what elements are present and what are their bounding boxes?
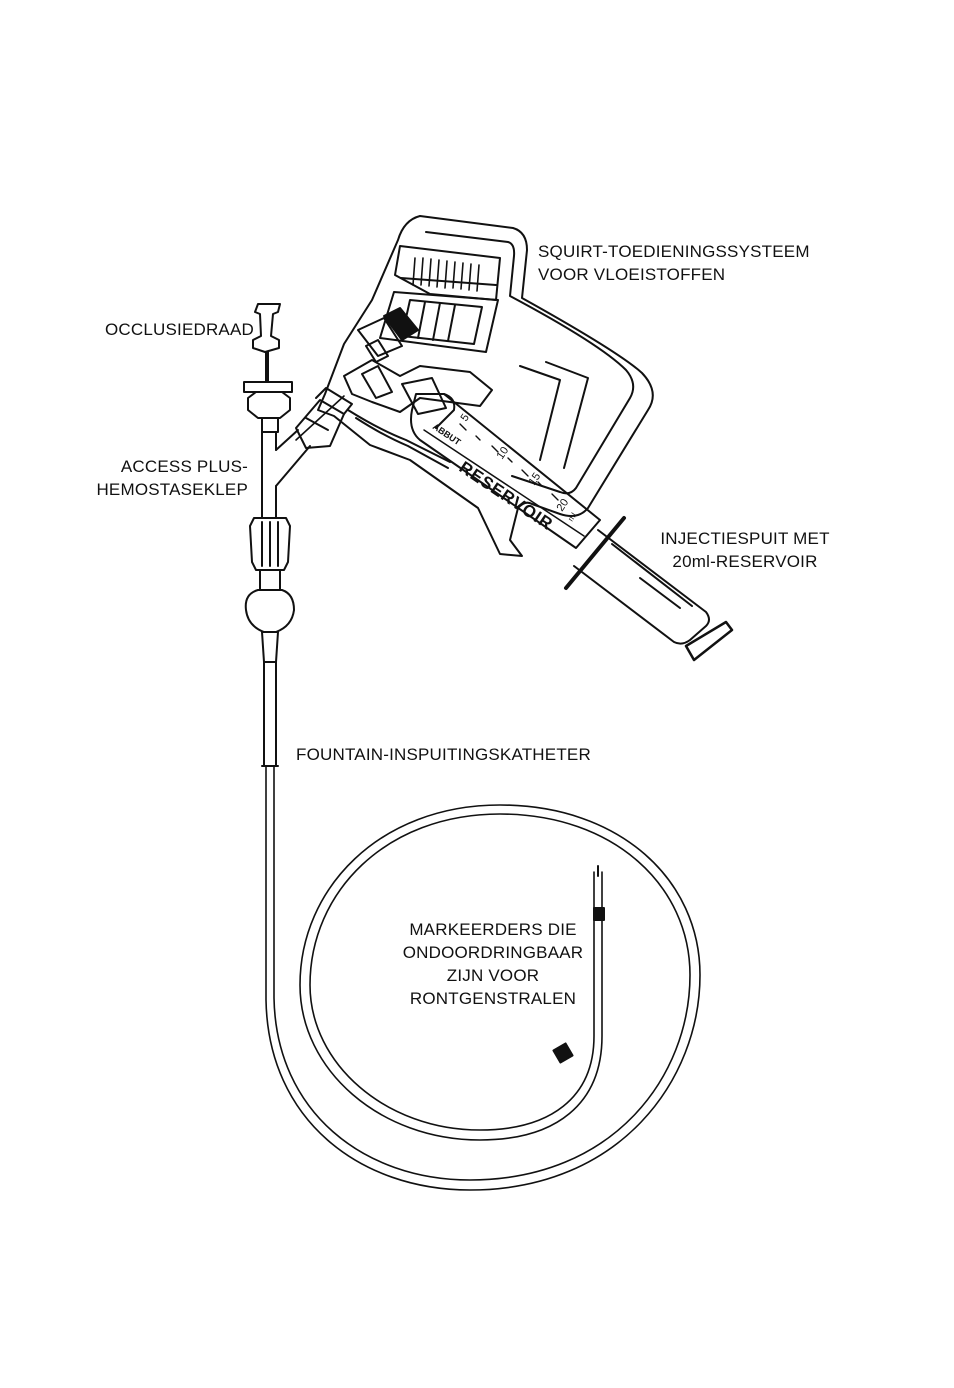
syringe-reservoir-text: RESERVOIR <box>456 458 557 535</box>
occlusion-wire-label-text: OCCLUSIEDRAAD <box>60 318 254 341</box>
hemostasis-valve-label-line1: ACCESS PLUS- <box>60 455 248 478</box>
markers-label-line3: ZIJN VOOR <box>386 964 600 987</box>
markers-label-line1: MARKEERDERS DIE <box>386 918 600 941</box>
occlusion-wire-label: OCCLUSIEDRAAD <box>60 318 254 341</box>
squirt-system-label-line2: VOOR VLOEISTOFFEN <box>538 263 810 286</box>
hemostasis-valve-label: ACCESS PLUS- HEMOSTASEKLEP <box>60 455 248 501</box>
syringe-label: INJECTIESPUIT MET 20ml-RESERVOIR <box>640 527 850 573</box>
catheter-label: FOUNTAIN-INSPUITINGSKATHETER <box>296 743 591 766</box>
markers-label-line4: RONTGENSTRALEN <box>386 987 600 1010</box>
radiopaque-marker-coil <box>553 1043 572 1062</box>
hemostasis-valve <box>244 382 352 662</box>
hemostasis-valve-label-line2: HEMOSTASEKLEP <box>60 478 248 501</box>
squirt-system-label: SQUIRT-TOEDIENINGSSYSTEEM VOOR VLOEISTOF… <box>538 240 810 286</box>
occlusion-wire <box>253 304 280 382</box>
catheter-label-text: FOUNTAIN-INSPUITINGSKATHETER <box>296 743 591 766</box>
markers-label: MARKEERDERS DIE ONDOORDRINGBAAR ZIJN VOO… <box>386 918 600 1010</box>
syringe-label-line1: INJECTIESPUIT MET <box>640 527 850 550</box>
syringe-brand-text: ABBUT <box>431 421 463 447</box>
squirt-system-label-line1: SQUIRT-TOEDIENINGSSYSTEEM <box>538 240 810 263</box>
syringe-unit-text: ml <box>566 511 578 523</box>
syringe-label-line2: 20ml-RESERVOIR <box>640 550 850 573</box>
markers-label-line2: ONDOORDRINGBAAR <box>386 941 600 964</box>
